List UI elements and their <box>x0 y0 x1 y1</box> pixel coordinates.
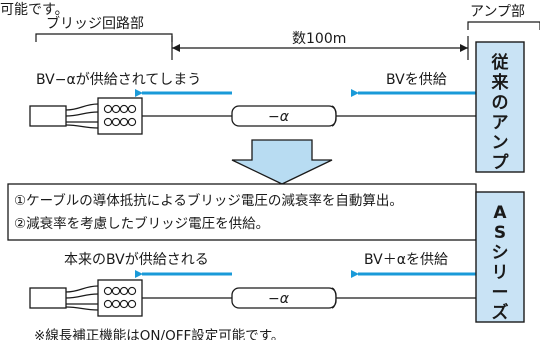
svg-text:プ: プ <box>492 152 510 173</box>
bridge-section-bracket <box>35 33 173 42</box>
top-fragment-text: 可能です。 <box>0 2 69 18</box>
amp-section-label: アンプ部 <box>470 4 525 20</box>
svg-text:来: 来 <box>491 72 510 93</box>
svg-text:の: の <box>492 93 509 113</box>
explanation-box <box>7 183 477 241</box>
sensor-wire <box>65 111 99 117</box>
distance-arrow-right <box>460 44 468 52</box>
footer-note: ※線長補正機能はON/OFF設定可能です。 <box>34 328 284 340</box>
bv-correct-label: 本来のBVが供給される <box>64 252 209 268</box>
cable-minus-label: −α <box>268 291 290 307</box>
distance-arrow-left <box>172 44 180 52</box>
note-line-2: ②減衰率を考慮したブリッジ電圧を供給。 <box>14 215 269 232</box>
svg-text:A: A <box>493 203 507 223</box>
sensor-wire <box>65 103 99 111</box>
sensor-box <box>29 105 67 127</box>
connector-pins <box>103 104 137 127</box>
cable-minus-label: −α <box>268 109 290 125</box>
as-series-system: 本来のBVが供給される BV＋αを供給 −α A S シ リ ー ズ <box>29 191 525 323</box>
svg-text:従: 従 <box>491 52 509 73</box>
bridge-section-label: ブリッジ回路部 <box>46 15 144 32</box>
bridge-connector <box>97 97 143 135</box>
sensor-wire <box>65 293 99 299</box>
bridge-connector <box>97 279 143 317</box>
svg-text:ア: ア <box>492 113 509 133</box>
svg-text:リ: リ <box>492 263 509 283</box>
sensor-wire <box>65 124 99 129</box>
distance-label: 数100m <box>292 31 346 47</box>
conventional-amp-label: 従 来 の ア ン プ <box>491 52 510 173</box>
bv-plus-label: BV＋αを供給 <box>364 252 448 268</box>
conventional-system: BV−αが供給されてしまう BVを供給 −α 従 来 の ア ン プ <box>29 41 525 173</box>
conventional-amp-box <box>475 41 525 173</box>
svg-text:ズ: ズ <box>492 302 509 323</box>
as-series-label: A S シ リ ー ズ <box>492 203 509 323</box>
sensor-wire <box>65 306 99 311</box>
as-series-box <box>475 191 525 323</box>
bv-supply-label: BVを供給 <box>386 72 447 88</box>
bv-minus-label: BV−αが供給されてしまう <box>36 72 201 88</box>
svg-text:ー: ー <box>492 283 509 303</box>
svg-text:S: S <box>494 223 506 243</box>
transition-arrow <box>231 139 333 185</box>
sensor-wire <box>65 285 99 293</box>
connector-pins <box>103 286 137 309</box>
note-line-1: ①ケーブルの導体抵抗によるブリッジ電圧の減衰率を自動算出。 <box>14 192 403 209</box>
svg-text:ン: ン <box>492 133 509 153</box>
sensor-box <box>29 287 67 309</box>
svg-text:シ: シ <box>492 243 509 263</box>
amp-section-bracket <box>467 21 540 30</box>
